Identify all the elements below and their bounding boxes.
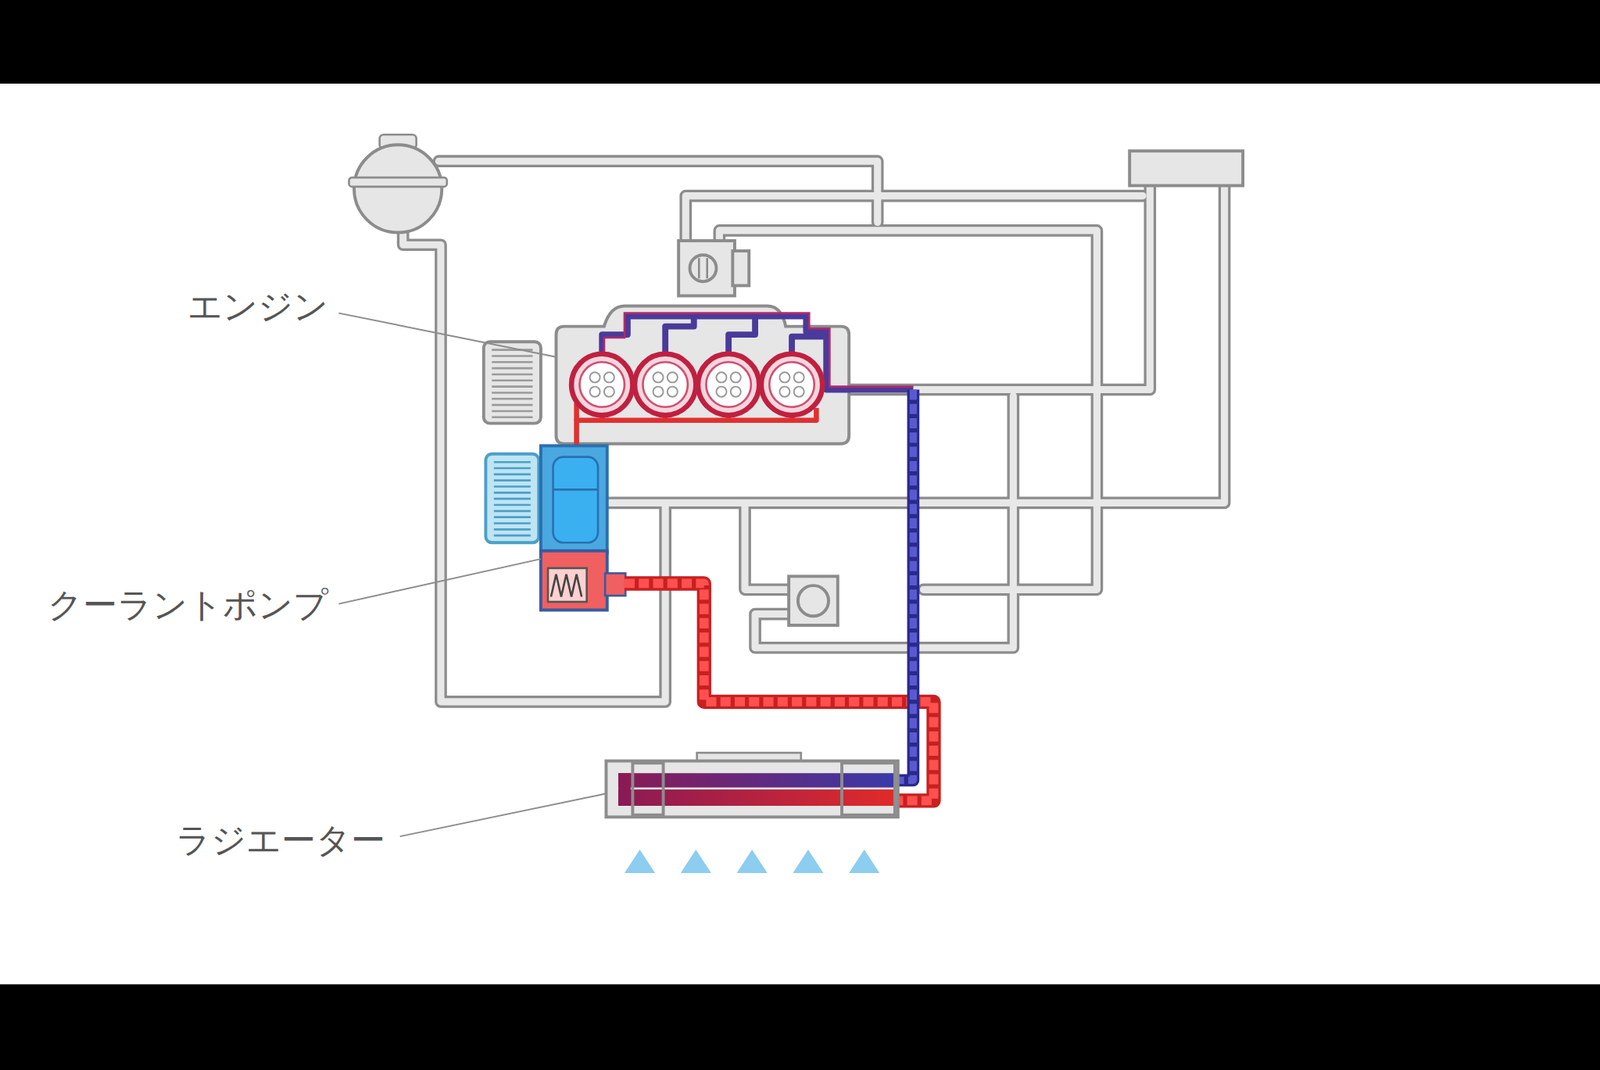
pulley-groove bbox=[493, 510, 531, 513]
valve bbox=[667, 372, 678, 383]
valve bbox=[667, 386, 678, 398]
cylinder bbox=[571, 354, 633, 416]
valve bbox=[653, 372, 664, 383]
valve bbox=[715, 372, 727, 383]
airflow-arrow bbox=[680, 849, 905, 874]
pulley-groove bbox=[493, 467, 531, 470]
valve bbox=[794, 386, 805, 398]
pulley-groove bbox=[493, 534, 531, 537]
pulley-groove bbox=[493, 522, 531, 525]
valve bbox=[653, 386, 664, 398]
pulley-groove bbox=[491, 385, 533, 388]
pulley-groove bbox=[491, 391, 533, 394]
pulley-groove bbox=[491, 379, 533, 382]
valve bbox=[715, 386, 727, 398]
airflow-arrow bbox=[848, 849, 904, 874]
pulley-groove bbox=[493, 515, 531, 519]
valve bbox=[590, 386, 601, 398]
pulley-groove bbox=[493, 497, 531, 501]
pulley-groove bbox=[491, 367, 533, 370]
valve bbox=[730, 372, 741, 383]
pulley-groove bbox=[493, 479, 531, 482]
valve bbox=[604, 372, 615, 383]
pulley-groove bbox=[491, 404, 533, 407]
pulley-groove bbox=[493, 461, 531, 464]
pulley-groove bbox=[493, 491, 531, 494]
piston bbox=[579, 361, 625, 407]
pulley-groove bbox=[491, 373, 533, 376]
valve bbox=[779, 386, 790, 398]
part-label: エンジン bbox=[187, 283, 329, 330]
part-label: クーラントポンプ bbox=[47, 582, 329, 629]
pulley-groove bbox=[491, 354, 533, 358]
pulley-groove bbox=[493, 485, 531, 488]
pulley-groove bbox=[493, 504, 531, 507]
cylinder bbox=[761, 354, 823, 416]
pulley-groove bbox=[493, 473, 531, 477]
valve bbox=[730, 386, 741, 398]
piston bbox=[705, 361, 751, 407]
airflow-arrow bbox=[792, 849, 904, 874]
piston bbox=[642, 361, 688, 407]
valve bbox=[779, 372, 790, 383]
pulley-groove bbox=[491, 397, 533, 401]
pulley-groove bbox=[491, 410, 533, 413]
pulley-groove bbox=[491, 415, 533, 419]
pulley-groove bbox=[491, 361, 533, 364]
cylinder bbox=[634, 354, 696, 416]
valve bbox=[590, 372, 601, 383]
part-label: ラジエーター bbox=[175, 817, 386, 864]
airflow-arrow bbox=[737, 849, 905, 874]
airflow-arrow bbox=[624, 849, 905, 874]
valve bbox=[794, 372, 805, 383]
cylinder bbox=[697, 354, 759, 416]
valve bbox=[604, 386, 615, 398]
pulley-groove bbox=[493, 528, 531, 531]
piston bbox=[769, 361, 814, 407]
